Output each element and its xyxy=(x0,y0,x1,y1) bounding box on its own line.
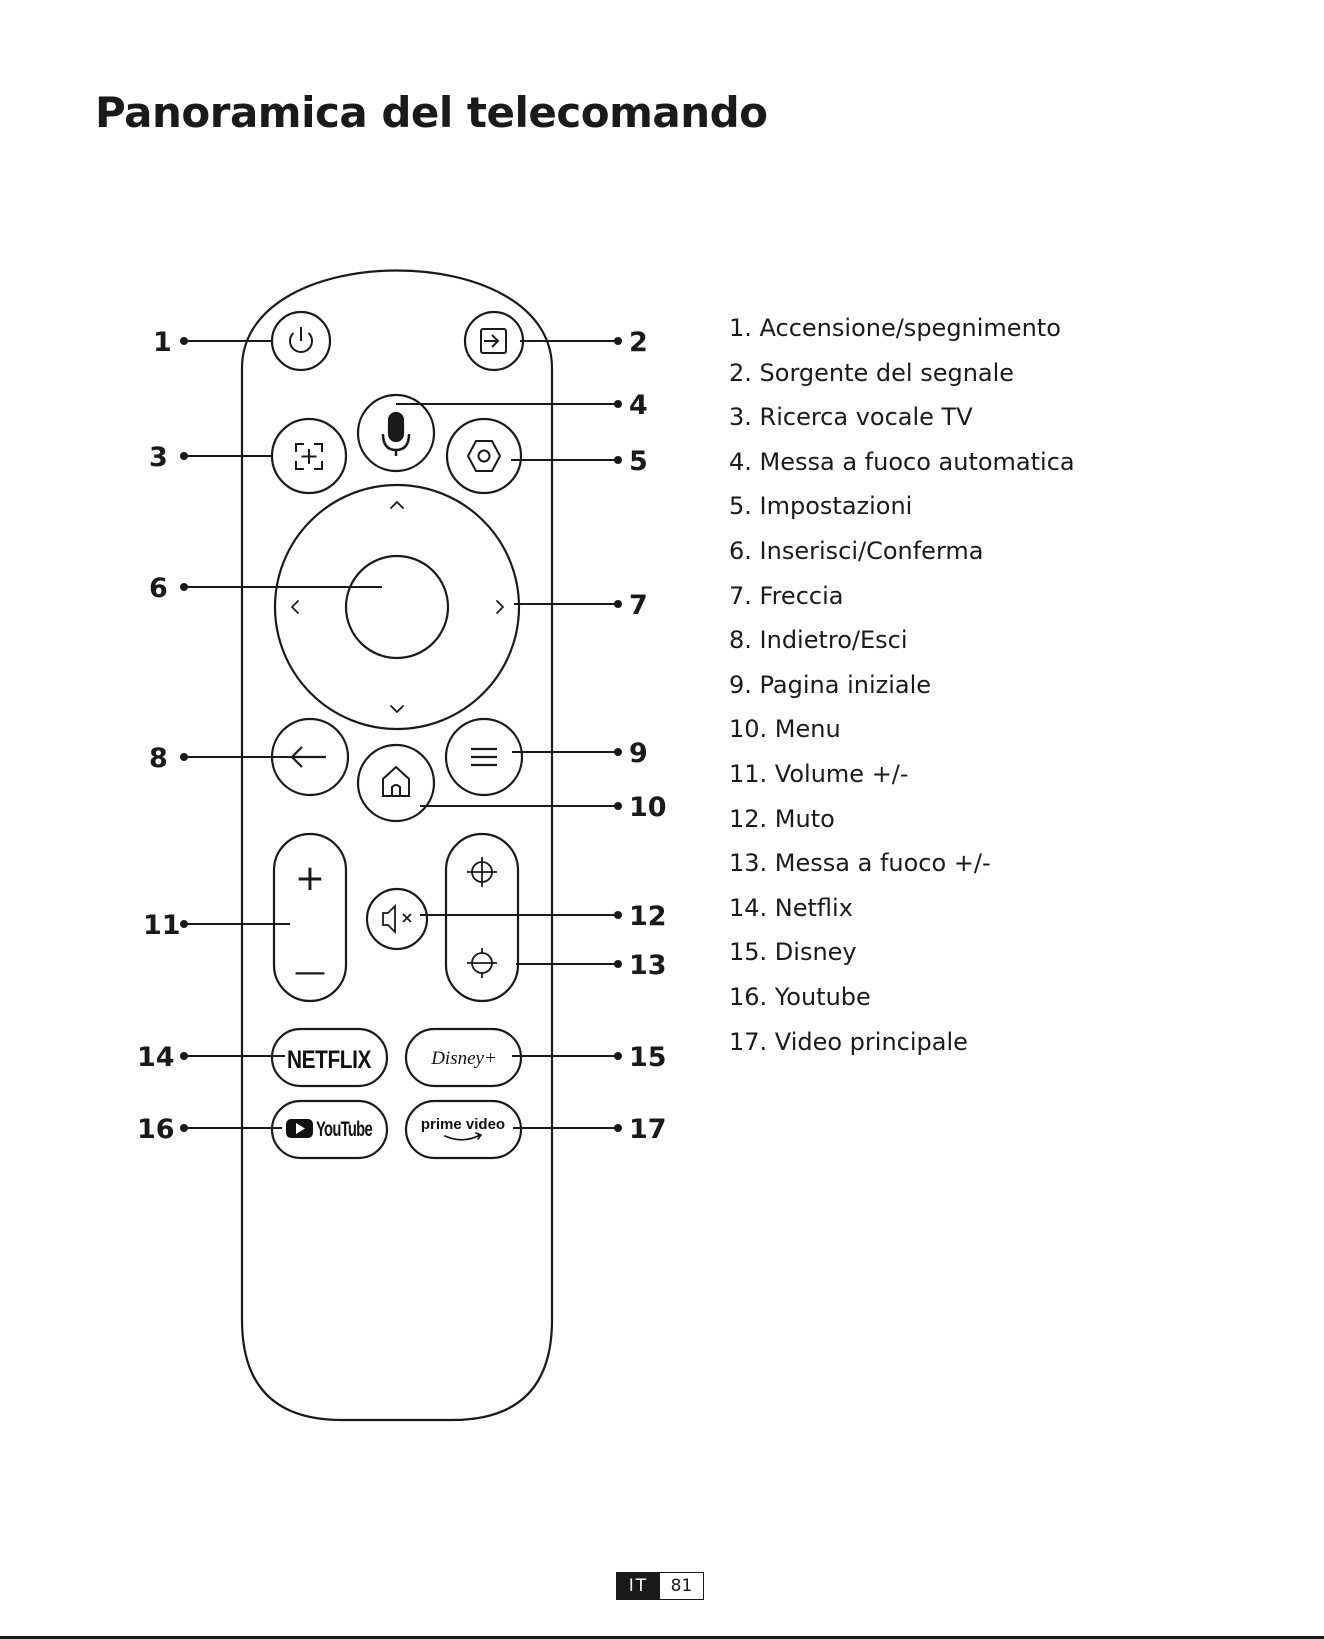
legend-item: 6. Inserisci/Conferma xyxy=(729,536,984,565)
callout-12: 12 xyxy=(629,901,667,932)
language-code: IT xyxy=(617,1573,660,1599)
legend-item: 16. Youtube xyxy=(729,982,871,1011)
arrow-right-icon xyxy=(496,600,504,614)
legend-item: 11. Volume +/- xyxy=(729,759,909,788)
legend-item: 3. Ricerca vocale TV xyxy=(729,403,973,432)
callout-7: 7 xyxy=(629,590,648,621)
page-title: Panoramica del telecomando xyxy=(95,88,768,137)
arrow-left-icon xyxy=(291,600,299,614)
prime-video-button xyxy=(404,1099,523,1160)
home-icon xyxy=(356,743,436,823)
legend-item: 9. Pagina iniziale xyxy=(729,670,932,699)
callout-14: 14 xyxy=(137,1042,175,1073)
leader-lines xyxy=(184,340,618,1129)
prime-video-logo: prime video xyxy=(421,1116,505,1133)
legend-item: 4. Messa a fuoco automatica xyxy=(729,447,1075,476)
callout-16: 16 xyxy=(137,1114,175,1145)
legend-item: 8. Indietro/Esci xyxy=(729,626,908,655)
callout-6: 6 xyxy=(149,573,168,604)
volume-plus-label: + xyxy=(295,858,325,899)
callout-3: 3 xyxy=(149,442,168,473)
volume-rocker xyxy=(272,832,348,1003)
legend-list: 1. Accensione/spegnimento 2. Sorgente de… xyxy=(729,308,1075,1066)
remote-body xyxy=(240,269,554,1422)
legend-item: 10. Menu xyxy=(729,715,841,744)
disney-button xyxy=(404,1027,523,1088)
ok-button xyxy=(344,554,450,660)
youtube-button xyxy=(270,1099,389,1160)
netflix-logo: NETFLIX xyxy=(287,1046,372,1074)
callout-10: 10 xyxy=(629,792,667,823)
legend-item: 13. Messa a fuoco +/- xyxy=(729,849,991,878)
legend-item: 12. Muto xyxy=(729,804,835,833)
page-number: 81 xyxy=(660,1573,703,1599)
mute-icon xyxy=(365,887,429,951)
callout-13: 13 xyxy=(629,950,667,981)
legend-item: 1. Accensione/spegnimento xyxy=(729,314,1061,342)
prime-smile-icon xyxy=(444,1132,483,1141)
callout-9: 9 xyxy=(629,738,648,769)
callout-11: 11 xyxy=(143,910,181,941)
legend-item: 2. Sorgente del segnale xyxy=(729,358,1015,387)
callout-1: 1 xyxy=(153,327,172,358)
callout-5: 5 xyxy=(629,446,648,477)
input-source-icon xyxy=(463,310,525,372)
power-icon xyxy=(270,310,332,372)
bottom-rule xyxy=(0,1636,1324,1639)
focus-frame-icon xyxy=(270,417,348,495)
youtube-play-icon xyxy=(286,1119,313,1138)
callout-8: 8 xyxy=(149,743,168,774)
leader-dots xyxy=(180,337,622,1132)
page-footer: IT 81 xyxy=(616,1572,704,1600)
volume-minus-label: — xyxy=(294,952,326,990)
callout-15: 15 xyxy=(629,1042,667,1073)
focus-plus-icon xyxy=(467,857,497,887)
callout-4: 4 xyxy=(629,390,648,421)
dpad xyxy=(273,483,521,731)
legend-item: 15. Disney xyxy=(729,938,857,967)
legend-item: 7. Freccia xyxy=(729,581,844,610)
callout-2: 2 xyxy=(629,327,648,358)
arrow-down-icon xyxy=(390,705,404,713)
netflix-button xyxy=(270,1027,389,1088)
microphone-icon xyxy=(356,393,436,473)
legend-item: 5. Impostazioni xyxy=(729,492,913,521)
callout-17: 17 xyxy=(629,1114,667,1145)
callout-numbers: 1 2 3 4 5 6 7 8 9 10 11 12 13 14 15 16 1… xyxy=(137,327,667,1145)
youtube-logo: YouTube xyxy=(316,1118,372,1141)
arrow-up-icon xyxy=(390,501,404,509)
menu-lines-icon xyxy=(444,717,524,797)
gear-icon xyxy=(445,417,523,495)
legend-item: 17. Video principale xyxy=(729,1027,968,1056)
disney-logo: Disney+ xyxy=(430,1048,497,1069)
legend-item: 14. Netflix xyxy=(729,893,853,922)
focus-minus-icon xyxy=(467,948,497,978)
focus-rocker xyxy=(444,832,520,1003)
